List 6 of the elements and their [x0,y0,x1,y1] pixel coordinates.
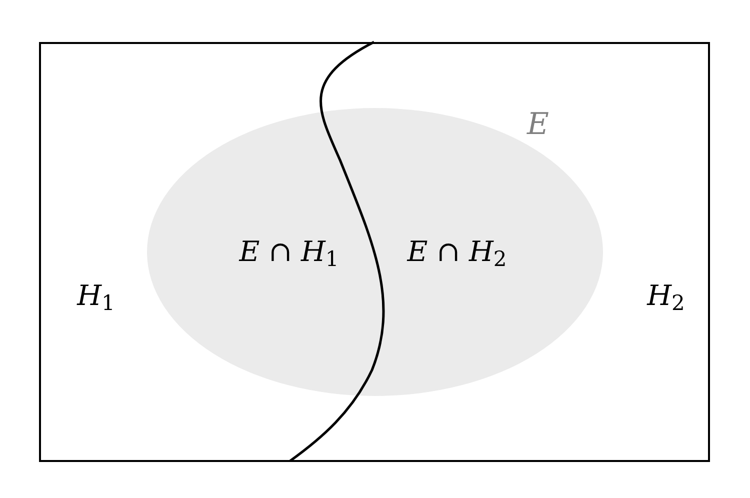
sample-space-rectangle [39,42,710,462]
event-label: E [527,110,549,140]
region-label: H$_{2}$ [647,282,685,310]
region-label: E ∩ H$_{2}$ [407,238,507,266]
region-label: E ∩ H$_{1}$ [239,238,339,266]
region-label: H$_{1}$ [77,282,115,310]
